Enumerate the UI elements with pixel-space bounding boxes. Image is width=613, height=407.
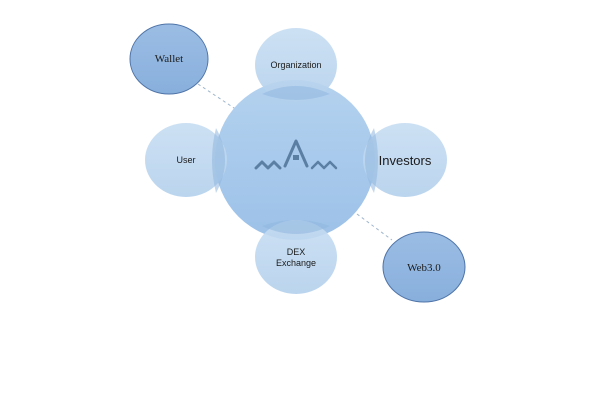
organization-label: Organization <box>270 60 321 70</box>
organization-overlap <box>262 86 330 100</box>
investors-overlap <box>365 128 378 193</box>
organization-node <box>255 28 337 102</box>
user-node <box>145 123 227 197</box>
wallet-node <box>129 23 209 95</box>
wallet-label: Wallet <box>155 53 183 65</box>
web3-node <box>382 231 466 303</box>
dex-exchange-node <box>255 220 337 294</box>
wallet-connector-line <box>197 83 241 113</box>
web3-label: Web3.0 <box>407 262 441 274</box>
investors-node <box>363 123 447 197</box>
dex-exchange-overlap <box>262 220 330 234</box>
mountain-logo-icon <box>254 139 338 170</box>
user-label: User <box>176 155 195 165</box>
dex-label: DEX <box>287 247 306 257</box>
exchange-label: Exchange <box>276 258 316 268</box>
web3-connector-line <box>356 213 393 241</box>
investors-label: Investors <box>379 153 432 168</box>
user-overlap <box>212 128 225 193</box>
